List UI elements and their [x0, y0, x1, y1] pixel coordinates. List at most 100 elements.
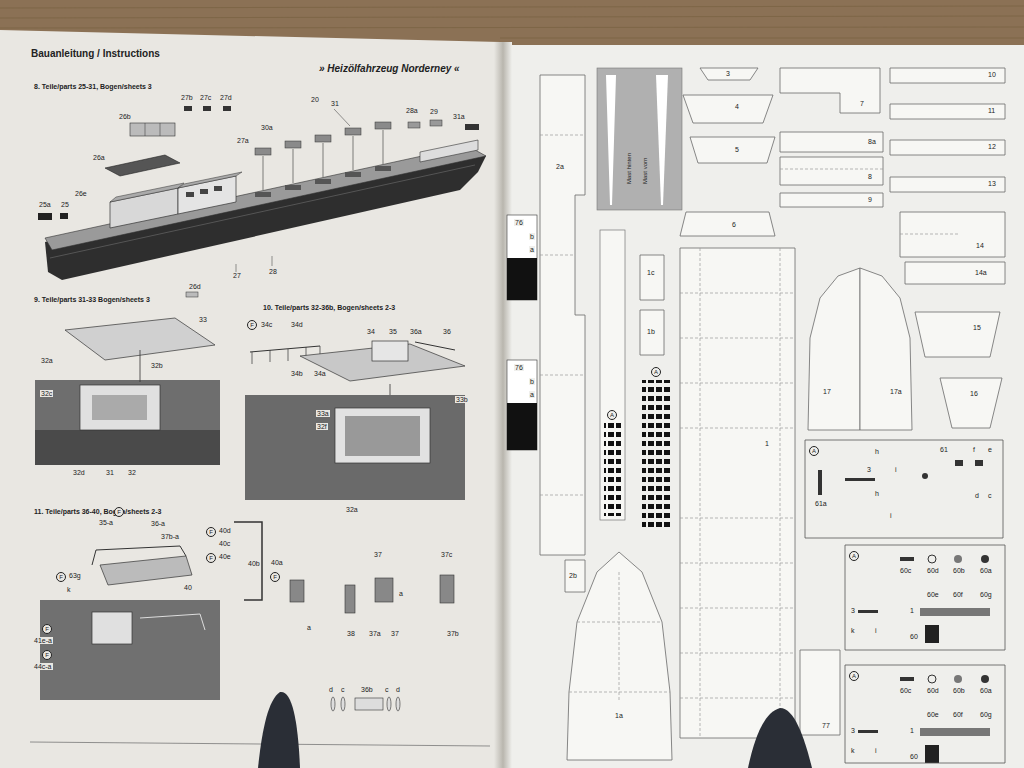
- part-outline: [700, 68, 758, 80]
- fold-line: [680, 293, 795, 294]
- cut-out-part: 11: [890, 104, 1005, 119]
- part-outline: [800, 650, 840, 735]
- part-number: 60c: [900, 687, 911, 694]
- part-outline: [640, 310, 664, 355]
- part-number: 60a: [980, 687, 992, 694]
- part-number: 14: [976, 242, 984, 249]
- cut-out-part: 17: [808, 268, 860, 430]
- part-outline: [915, 312, 1000, 357]
- step-heading: Bauanleitung / Instructions: [30, 49, 161, 59]
- callout-number: c: [384, 686, 390, 693]
- callout-number: 37a: [368, 630, 382, 637]
- callout-number: 76: [514, 219, 524, 226]
- callout-number: 34a: [313, 370, 327, 377]
- callout-number: 76: [514, 364, 524, 371]
- cut-out-part: 10: [890, 68, 1005, 83]
- part-number: 16: [970, 390, 978, 397]
- cut-out-part: 14: [900, 212, 1005, 257]
- part-outline: [780, 193, 883, 207]
- part-outline: [890, 140, 1005, 155]
- part-number: k: [851, 747, 855, 754]
- callout-number: 41e-a: [33, 637, 53, 644]
- part-number: 3: [867, 466, 871, 473]
- callout-number: 34d: [290, 321, 304, 328]
- callout-number: 33b: [455, 396, 469, 403]
- callout-number: 25: [60, 201, 70, 208]
- callout-number: 37b: [446, 630, 460, 637]
- part-number: 60f: [953, 711, 963, 718]
- cut-out-part: 1: [680, 248, 795, 738]
- part-number: e: [988, 446, 992, 453]
- part-number: 11: [988, 107, 995, 114]
- circled-letter: F: [42, 650, 52, 660]
- circled-letter: A: [607, 410, 617, 420]
- part-number: 2a: [556, 163, 564, 170]
- callout-number: 32a: [345, 506, 359, 513]
- part-number: 61: [940, 446, 948, 453]
- part-number: 60: [910, 753, 918, 760]
- callout-number: 32: [127, 469, 137, 476]
- callout-number: k: [66, 586, 72, 593]
- callout-number: 32b: [150, 362, 164, 369]
- callout-number: 31: [105, 469, 115, 476]
- parts-box: A60c60d60b60a60e60f60g31ki60: [845, 545, 1005, 650]
- part-number: 6: [732, 221, 736, 228]
- part-number: 3: [851, 607, 855, 614]
- part-outline: [680, 248, 795, 738]
- callout-number: a: [529, 246, 535, 253]
- callout-number: 29: [429, 108, 439, 115]
- callout-number: 34b: [290, 370, 304, 377]
- cut-out-part: 1b: [640, 310, 664, 355]
- fold-line: [680, 518, 795, 519]
- callout-number: d: [395, 686, 401, 693]
- part-number: 60g: [980, 711, 992, 718]
- part-number: i: [875, 627, 877, 634]
- callout-number: 37c: [440, 551, 453, 558]
- part-outline: [940, 378, 1002, 428]
- circled-letter: F: [270, 572, 280, 582]
- part-name: Mast hinten: [626, 152, 632, 185]
- step-heading: 9. Teile/parts 31-33 Bogen/sheets 3: [33, 296, 151, 303]
- callout-number: 33a: [316, 410, 330, 417]
- cut-out-part: 4: [683, 95, 773, 123]
- fold-line: [680, 563, 795, 564]
- callout-number: 40b: [247, 560, 261, 567]
- callout-number: 36a: [409, 328, 423, 335]
- part-number: 77: [822, 722, 830, 729]
- part-number: 60c: [900, 567, 911, 574]
- part-number: 8a: [868, 138, 876, 145]
- circled-letter: F: [206, 553, 216, 563]
- part-outline: [567, 552, 672, 760]
- cut-out-part: 3: [700, 68, 758, 80]
- part-outline: [540, 75, 585, 555]
- callout-number: a: [529, 391, 535, 398]
- part-number: 60a: [980, 567, 992, 574]
- part-number: 60d: [927, 687, 939, 694]
- fold-line: [780, 169, 883, 170]
- part-number: 1c: [647, 269, 654, 276]
- fold-line: [540, 495, 585, 496]
- callout-number: 37: [390, 630, 400, 637]
- part-number: 17: [823, 388, 831, 395]
- part-number: 60b: [953, 567, 965, 574]
- callout-number: a: [306, 624, 312, 631]
- callout-number: 31: [330, 100, 340, 107]
- part-outline: [780, 193, 883, 207]
- part-number: 17a: [890, 388, 902, 395]
- part-outline: [540, 75, 585, 555]
- part-number: d: [975, 492, 979, 499]
- callout-number: 33: [198, 316, 208, 323]
- fold-line: [577, 622, 662, 623]
- fold-line: [680, 608, 795, 609]
- cut-out-part: 14a: [905, 262, 1005, 284]
- callout-number: 20: [310, 96, 320, 103]
- part-outline: [683, 95, 773, 123]
- part-outline: [680, 248, 795, 738]
- callout-number: d: [328, 686, 334, 693]
- part-outline: [940, 378, 1002, 428]
- cut-out-part: 7: [780, 68, 880, 113]
- part-outline: [780, 68, 880, 113]
- part-outline: [780, 132, 883, 152]
- part-outline: [900, 212, 1005, 257]
- part-outline: [900, 212, 1005, 257]
